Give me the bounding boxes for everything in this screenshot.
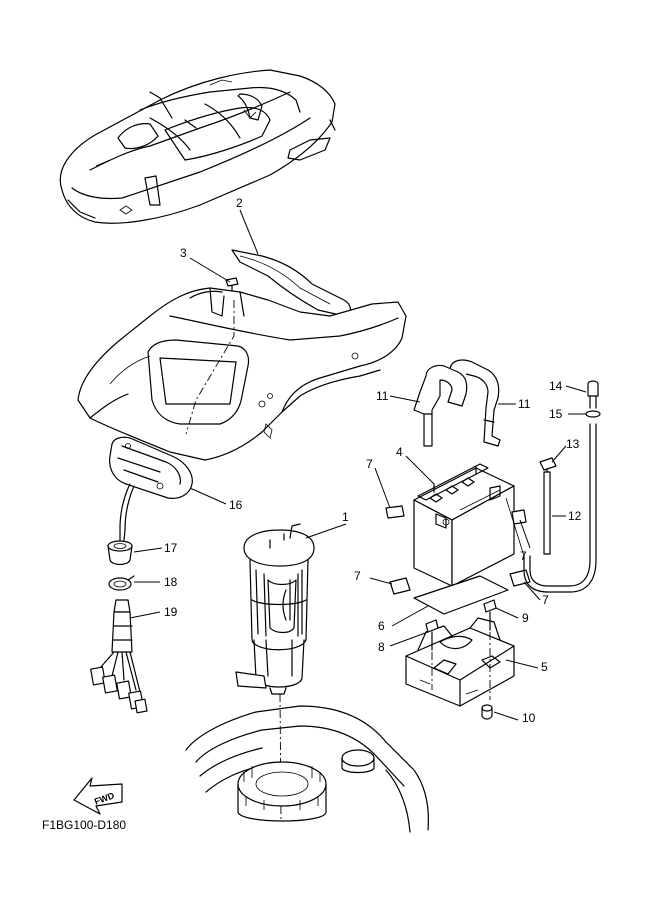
part-10-collar bbox=[481, 704, 493, 720]
callout-6: 6 bbox=[378, 619, 385, 633]
part-4-battery bbox=[413, 463, 515, 587]
part-11-battery-straps bbox=[413, 359, 501, 447]
callout-9: 9 bbox=[522, 611, 529, 625]
callout-17: 17 bbox=[164, 541, 178, 555]
part-15-washer bbox=[585, 410, 601, 418]
fwd-arrow: FWD bbox=[73, 777, 123, 815]
part-16-cover bbox=[109, 436, 193, 541]
diagram-code: F1BG100-D180 bbox=[42, 818, 127, 832]
callout-11-right: 11 bbox=[518, 397, 531, 411]
part-7-pads bbox=[385, 505, 531, 595]
callout-10: 10 bbox=[522, 711, 536, 725]
part-13-clip bbox=[539, 457, 557, 471]
callout-numbers: 1 2 3 4 5 6 7 7 7 7 8 9 10 11 11 12 13 1… bbox=[164, 196, 582, 725]
watercraft-overview bbox=[59, 69, 336, 224]
rear-deck-hood bbox=[77, 287, 407, 461]
callout-7-top-left: 7 bbox=[366, 457, 373, 471]
callout-14: 14 bbox=[549, 379, 563, 393]
callout-19: 19 bbox=[164, 605, 178, 619]
part-12-vent-hose bbox=[543, 465, 551, 555]
callout-13: 13 bbox=[566, 437, 580, 451]
part-1-fuel-pump bbox=[235, 523, 315, 695]
callout-12: 12 bbox=[568, 509, 582, 523]
callout-7-bottom-right: 7 bbox=[542, 593, 549, 607]
callout-18: 18 bbox=[164, 575, 178, 589]
part-18-clamp bbox=[108, 575, 135, 591]
part-17-grommet bbox=[107, 540, 133, 566]
callout-8: 8 bbox=[378, 640, 385, 654]
part-5-battery-tray bbox=[405, 617, 515, 707]
callout-4: 4 bbox=[396, 445, 403, 459]
callout-11-left: 11 bbox=[376, 389, 389, 403]
callout-1: 1 bbox=[342, 510, 349, 524]
part-19-harness bbox=[90, 599, 148, 714]
part-8-bolt bbox=[425, 619, 439, 651]
part-9-bolt bbox=[483, 599, 497, 631]
leader-lines bbox=[129, 209, 587, 721]
fuel-tank bbox=[185, 705, 429, 833]
callout-7-bottom-left: 7 bbox=[354, 569, 361, 583]
callout-5: 5 bbox=[541, 660, 548, 674]
part-6-mat bbox=[413, 575, 509, 615]
callout-7-right: 7 bbox=[520, 549, 527, 563]
callout-3: 3 bbox=[180, 246, 187, 260]
callout-16: 16 bbox=[229, 498, 243, 512]
callout-15: 15 bbox=[549, 407, 563, 421]
callout-2: 2 bbox=[236, 196, 243, 210]
part-14-fitting bbox=[587, 380, 599, 409]
